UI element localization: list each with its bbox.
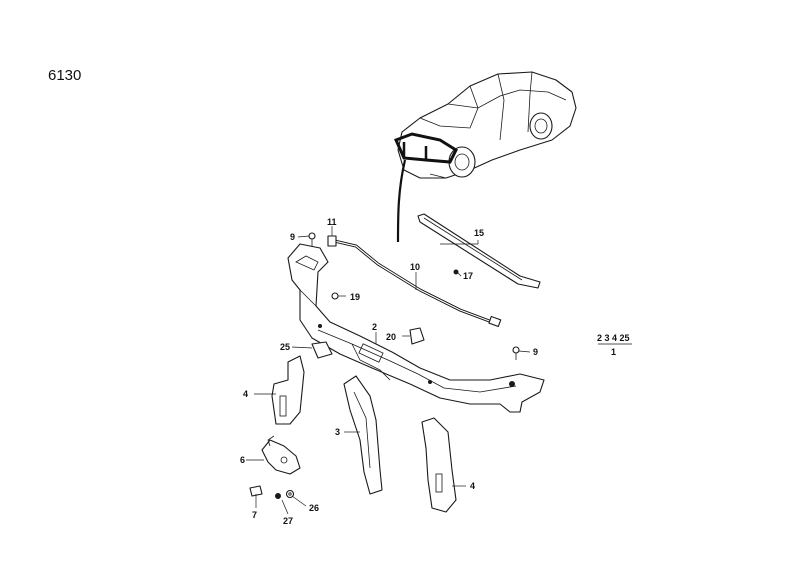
callout-7: 7	[252, 510, 257, 520]
right-side-bracket	[421, 417, 457, 513]
left-side-bracket	[271, 355, 305, 425]
pointer-curve	[396, 159, 407, 243]
fastener-bolt-7	[249, 485, 263, 497]
fastener-clip-19	[331, 292, 339, 300]
fastener-27	[275, 493, 281, 499]
callout-4-left: 4	[243, 389, 248, 399]
callout-1: 1	[611, 347, 616, 357]
car-illustration	[393, 71, 577, 179]
callout-11: 11	[327, 217, 337, 227]
callout-19: 19	[350, 292, 360, 302]
diagram-code: 6130	[48, 67, 81, 84]
callout-20: 20	[386, 332, 396, 342]
callout-15: 15	[474, 228, 484, 238]
front-panel-support	[287, 243, 545, 413]
fastener-bolt-17	[453, 269, 459, 275]
callout-10: 10	[410, 262, 420, 272]
hood-latch	[261, 435, 301, 475]
callout-9-right: 9	[533, 347, 538, 357]
center-vertical-member	[343, 375, 383, 495]
callout-6: 6	[240, 455, 245, 465]
hood-release-cable	[329, 238, 502, 328]
callout-17: 17	[463, 271, 473, 281]
fastener-bolt-9-left	[308, 232, 316, 246]
fastener-25	[311, 341, 333, 359]
callout-3: 3	[335, 427, 340, 437]
fastener-bolt-9-right	[512, 346, 520, 360]
assembly-group-label: 2 3 4 25	[597, 333, 630, 343]
fastener-washer-26	[285, 489, 295, 499]
callout-2: 2	[372, 322, 377, 332]
callout-4-right: 4	[470, 481, 475, 491]
fastener-20	[409, 327, 425, 345]
leader-lines	[246, 226, 632, 515]
callout-9-left: 9	[290, 232, 295, 242]
callout-25: 25	[280, 342, 290, 352]
hood-seal-strip	[417, 213, 541, 289]
callout-27: 27	[283, 516, 293, 526]
fastener-clip-11	[327, 235, 337, 247]
callout-26: 26	[309, 503, 319, 513]
